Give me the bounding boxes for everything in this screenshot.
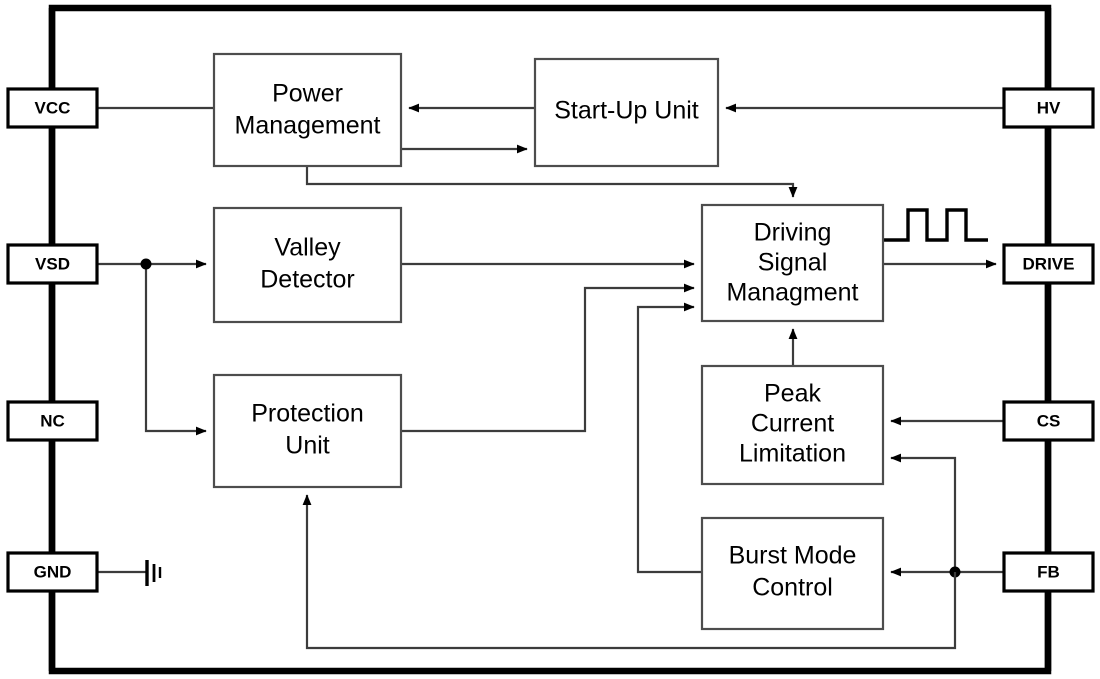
pin-hv[interactable]: HV [1002,87,1095,129]
block-power-management[interactable]: Power Management [212,52,403,168]
block-power-management-line-1: Management [235,112,381,140]
block-peak-current-line-0: Peak [764,380,821,408]
pin-hv-label: HV [1037,98,1061,117]
wire-protection-unit-to-driving-signal [401,283,695,433]
wire-fb-branch-to-protection-unit [302,494,957,650]
wire-power-management-to-driving-signal [305,166,798,198]
pin-vsd-label: VSD [35,254,70,273]
block-burst-mode-control[interactable]: Burst Mode Control [700,516,885,631]
pin-cs-label: CS [1037,411,1061,430]
pin-vcc[interactable]: VCC [6,87,99,129]
block-protection-unit-line-0: Protection [251,400,364,428]
block-valley-detector-line-0: Valley [274,234,341,262]
block-driving-signal-line-1: Signal [758,249,828,277]
block-peak-current-limitation[interactable]: Peak Current Limitation [700,364,885,486]
block-peak-current-line-2: Limitation [739,440,846,468]
block-peak-current-line-1: Current [751,410,834,438]
pulse-waveform-icon [884,208,988,242]
ground-symbol-icon [97,560,162,586]
block-start-up-unit[interactable]: Start-Up Unit [533,57,720,168]
block-valley-detector[interactable]: Valley Detector [212,206,403,324]
vsd-branch-dot [140,258,152,270]
pin-gnd[interactable]: GND [6,551,99,593]
pin-vsd[interactable]: VSD [6,243,99,285]
block-protection-unit[interactable]: Protection Unit [212,373,403,489]
block-driving-signal-management[interactable]: Driving Signal Managment [700,203,885,323]
pin-drive-label: DRIVE [1023,254,1075,273]
wire-fb-branch-to-peak-current [890,453,957,572]
block-valley-detector-line-1: Detector [260,266,354,294]
block-power-management-line-0: Power [272,80,343,108]
block-start-up-unit-line-0: Start-Up Unit [554,97,699,125]
wire-burst-mode-to-driving-signal [636,302,702,574]
block-protection-unit-line-1: Unit [285,432,330,460]
pin-fb-label: FB [1037,562,1060,581]
pin-cs[interactable]: CS [1002,400,1095,442]
block-burst-mode-line-0: Burst Mode [729,542,857,570]
pin-vcc-label: VCC [35,98,71,117]
block-driving-signal-line-2: Managment [726,279,858,307]
pin-nc-label: NC [40,411,65,430]
block-driving-signal-line-0: Driving [754,219,832,247]
pin-nc[interactable]: NC [6,400,99,442]
block-burst-mode-line-1: Control [752,574,833,602]
pin-drive[interactable]: DRIVE [1002,243,1095,285]
pin-gnd-label: GND [34,562,72,581]
wire-vsd-branch-to-protection-unit [144,264,207,436]
pin-fb[interactable]: FB [1002,551,1095,593]
